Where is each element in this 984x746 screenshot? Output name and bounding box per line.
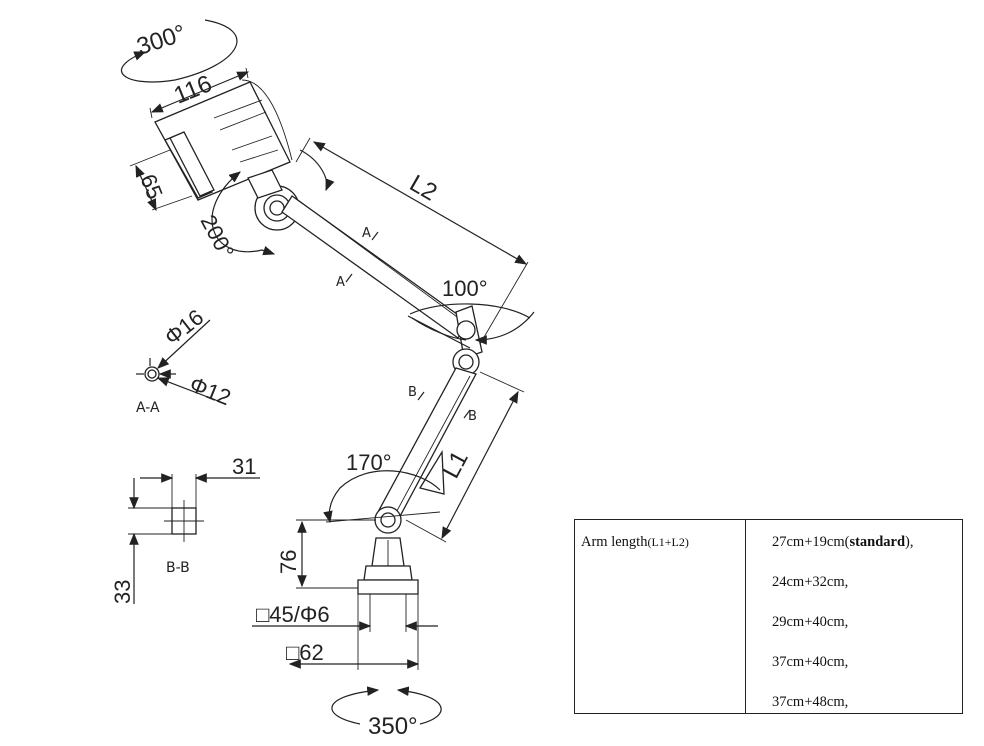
head-tilt-label: 200° <box>196 211 239 263</box>
section-a-inner-label: Φ12 <box>186 371 234 410</box>
base-size-2-label: □62 <box>286 640 324 665</box>
base-height-dimension: 76 <box>276 519 376 589</box>
arm-option-5: 37cm+48cm, <box>772 694 849 710</box>
upper-arm-dimension-label: L2 <box>405 170 442 207</box>
section-a-outer-label: Φ16 <box>160 304 209 350</box>
section-b-marker-left: B <box>408 385 417 400</box>
section-a-title: A-A <box>136 400 160 416</box>
table-header-cell: Arm length(L1+L2) <box>574 519 746 714</box>
table-row: Arm length(L1+L2) 27cm+19cm(standard), 2… <box>574 519 963 714</box>
head-rotation-label: 300° <box>134 20 190 61</box>
section-b-b: 31 33 B-B <box>110 454 260 604</box>
arm-length-sub-label: (L1+L2) <box>647 535 689 549</box>
base-rotation-label: 350° <box>368 713 418 740</box>
section-a-marker-bottom: A <box>336 275 345 290</box>
lamp-head: 116 65 <box>129 67 293 212</box>
arm-option-1: 27cm+19cm(standard), <box>772 534 914 550</box>
section-b-height-label: 33 <box>110 580 135 604</box>
arm-length-table: Arm length(L1+L2) 27cm+19cm(standard), 2… <box>574 519 963 714</box>
upper-arm: A A <box>281 195 469 339</box>
section-a-marker-top: A <box>362 226 371 241</box>
arm-option-2: 24cm+32cm, <box>772 574 849 590</box>
head-rotation-indicator: 300° <box>121 19 238 83</box>
arm-option-4: 37cm+40cm, <box>772 654 849 670</box>
base <box>357 537 419 595</box>
lower-arm: B B <box>377 367 477 521</box>
base-width-dimension: □45/Φ6 □62 <box>252 594 438 670</box>
base-height-label: 76 <box>276 550 301 574</box>
elbow-joint: 100° <box>407 276 535 376</box>
base-rotation-indicator: 350° <box>331 686 442 740</box>
elbow-angle-label: 100° <box>442 276 488 301</box>
base-size-1-label: □45/Φ6 <box>256 602 330 627</box>
base-angle-label: 170° <box>346 450 392 475</box>
base-joint: 170° <box>323 450 441 534</box>
section-b-marker-right: B <box>468 409 477 424</box>
table-values-cell: 27cm+19cm(standard), 24cm+32cm, 29cm+40c… <box>745 519 963 714</box>
section-b-title: B-B <box>166 560 190 576</box>
section-b-width-label: 31 <box>232 454 256 479</box>
arm-length-label: Arm length <box>581 534 648 550</box>
section-a-a: Φ16 Φ12 A-A <box>136 304 234 416</box>
arm-option-3: 29cm+40cm, <box>772 614 849 630</box>
